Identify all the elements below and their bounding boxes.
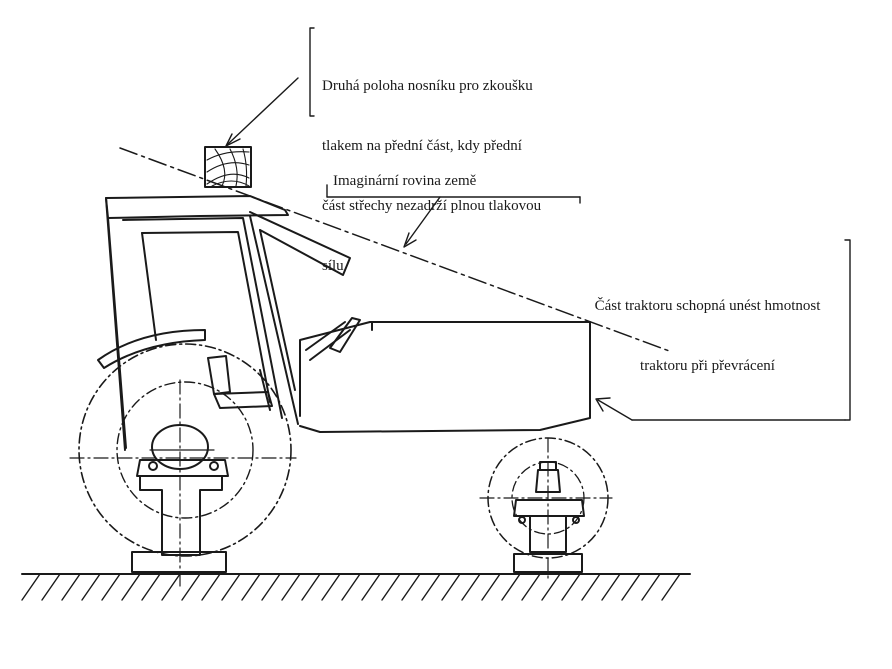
hatch-stroke: [521, 573, 541, 601]
beam-label-line-2: tlakem na přední část, kdy přední: [322, 138, 522, 154]
rear-fender: [97, 329, 206, 369]
hatch-stroke: [81, 573, 101, 601]
front-support-stand: [513, 461, 585, 573]
hatch-stroke: [101, 573, 121, 601]
beam-leader-arrow: [225, 27, 315, 147]
hatch-stroke: [581, 573, 601, 601]
hatch-stroke: [281, 573, 301, 601]
hatch-stroke: [321, 573, 341, 601]
beam-label-line-4: sílu: [322, 258, 344, 274]
tractor-hood: [299, 317, 591, 433]
imaginary-ground-plane-label: Imaginární rovina země: [333, 173, 477, 189]
beam-label-line-1: Druhá poloha nosníku pro zkoušku: [322, 78, 533, 94]
load-part-label-line-2: traktoru při převrácení: [640, 358, 775, 374]
hatch-stroke: [141, 573, 161, 601]
hatch-stroke: [241, 573, 261, 601]
hatch-stroke: [381, 573, 401, 601]
hatch-stroke: [661, 573, 681, 601]
hatch-stroke: [341, 573, 361, 601]
beam-position-label: Druhá poloha nosníku pro zkoušku tlakem …: [322, 36, 541, 296]
plane-leader: [326, 184, 581, 248]
hatch-stroke: [541, 573, 561, 601]
hatch-stroke: [441, 573, 461, 601]
beam-label-line-3: část střechy nezadrží plnou tlakovou: [322, 198, 542, 214]
hatch-stroke: [601, 573, 621, 601]
rear-support-stand: [131, 459, 229, 573]
imaginary-ground-plane-line: [119, 147, 673, 353]
ground-hatching: [21, 573, 691, 601]
tractor-cab: [105, 195, 351, 451]
front-wheel: [479, 437, 613, 579]
tractor-seat: [207, 355, 273, 409]
hatch-stroke: [621, 573, 641, 601]
load-part-label-line-1: Část traktoru schopná unést hmotnost: [594, 298, 821, 314]
hatch-stroke: [561, 573, 581, 601]
hatch-stroke: [161, 573, 181, 601]
hatch-stroke: [41, 573, 61, 601]
hatch-stroke: [361, 573, 381, 601]
hatch-stroke: [461, 573, 481, 601]
hatch-stroke: [301, 573, 321, 601]
hatch-stroke: [641, 573, 661, 601]
load-part-leader: [595, 239, 851, 421]
load-bearing-part-label: Část traktoru schopná unést hmotnost tra…: [565, 256, 850, 396]
hatch-stroke: [121, 573, 141, 601]
hatch-stroke: [201, 573, 221, 601]
hatch-stroke: [261, 573, 281, 601]
hatch-stroke: [221, 573, 241, 601]
hatch-stroke: [181, 573, 201, 601]
hatch-stroke: [501, 573, 521, 601]
hatch-stroke: [61, 573, 81, 601]
hatch-stroke: [21, 573, 41, 601]
beam-cross-section: [204, 146, 252, 188]
hatch-stroke: [421, 573, 441, 601]
hatch-stroke: [401, 573, 421, 601]
hatch-stroke: [481, 573, 501, 601]
